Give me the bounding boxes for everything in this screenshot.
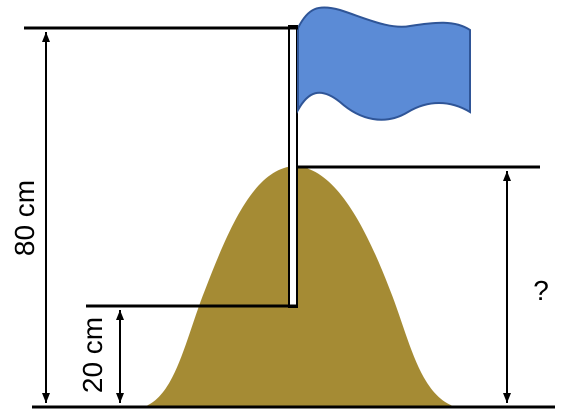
mound (140, 166, 460, 408)
unknown-height-label: ? (533, 275, 549, 306)
lower-height-label: 20 cm (77, 317, 108, 393)
total-height-label: 80 cm (9, 180, 40, 256)
flag-pole (288, 25, 298, 308)
flag (297, 6, 471, 121)
